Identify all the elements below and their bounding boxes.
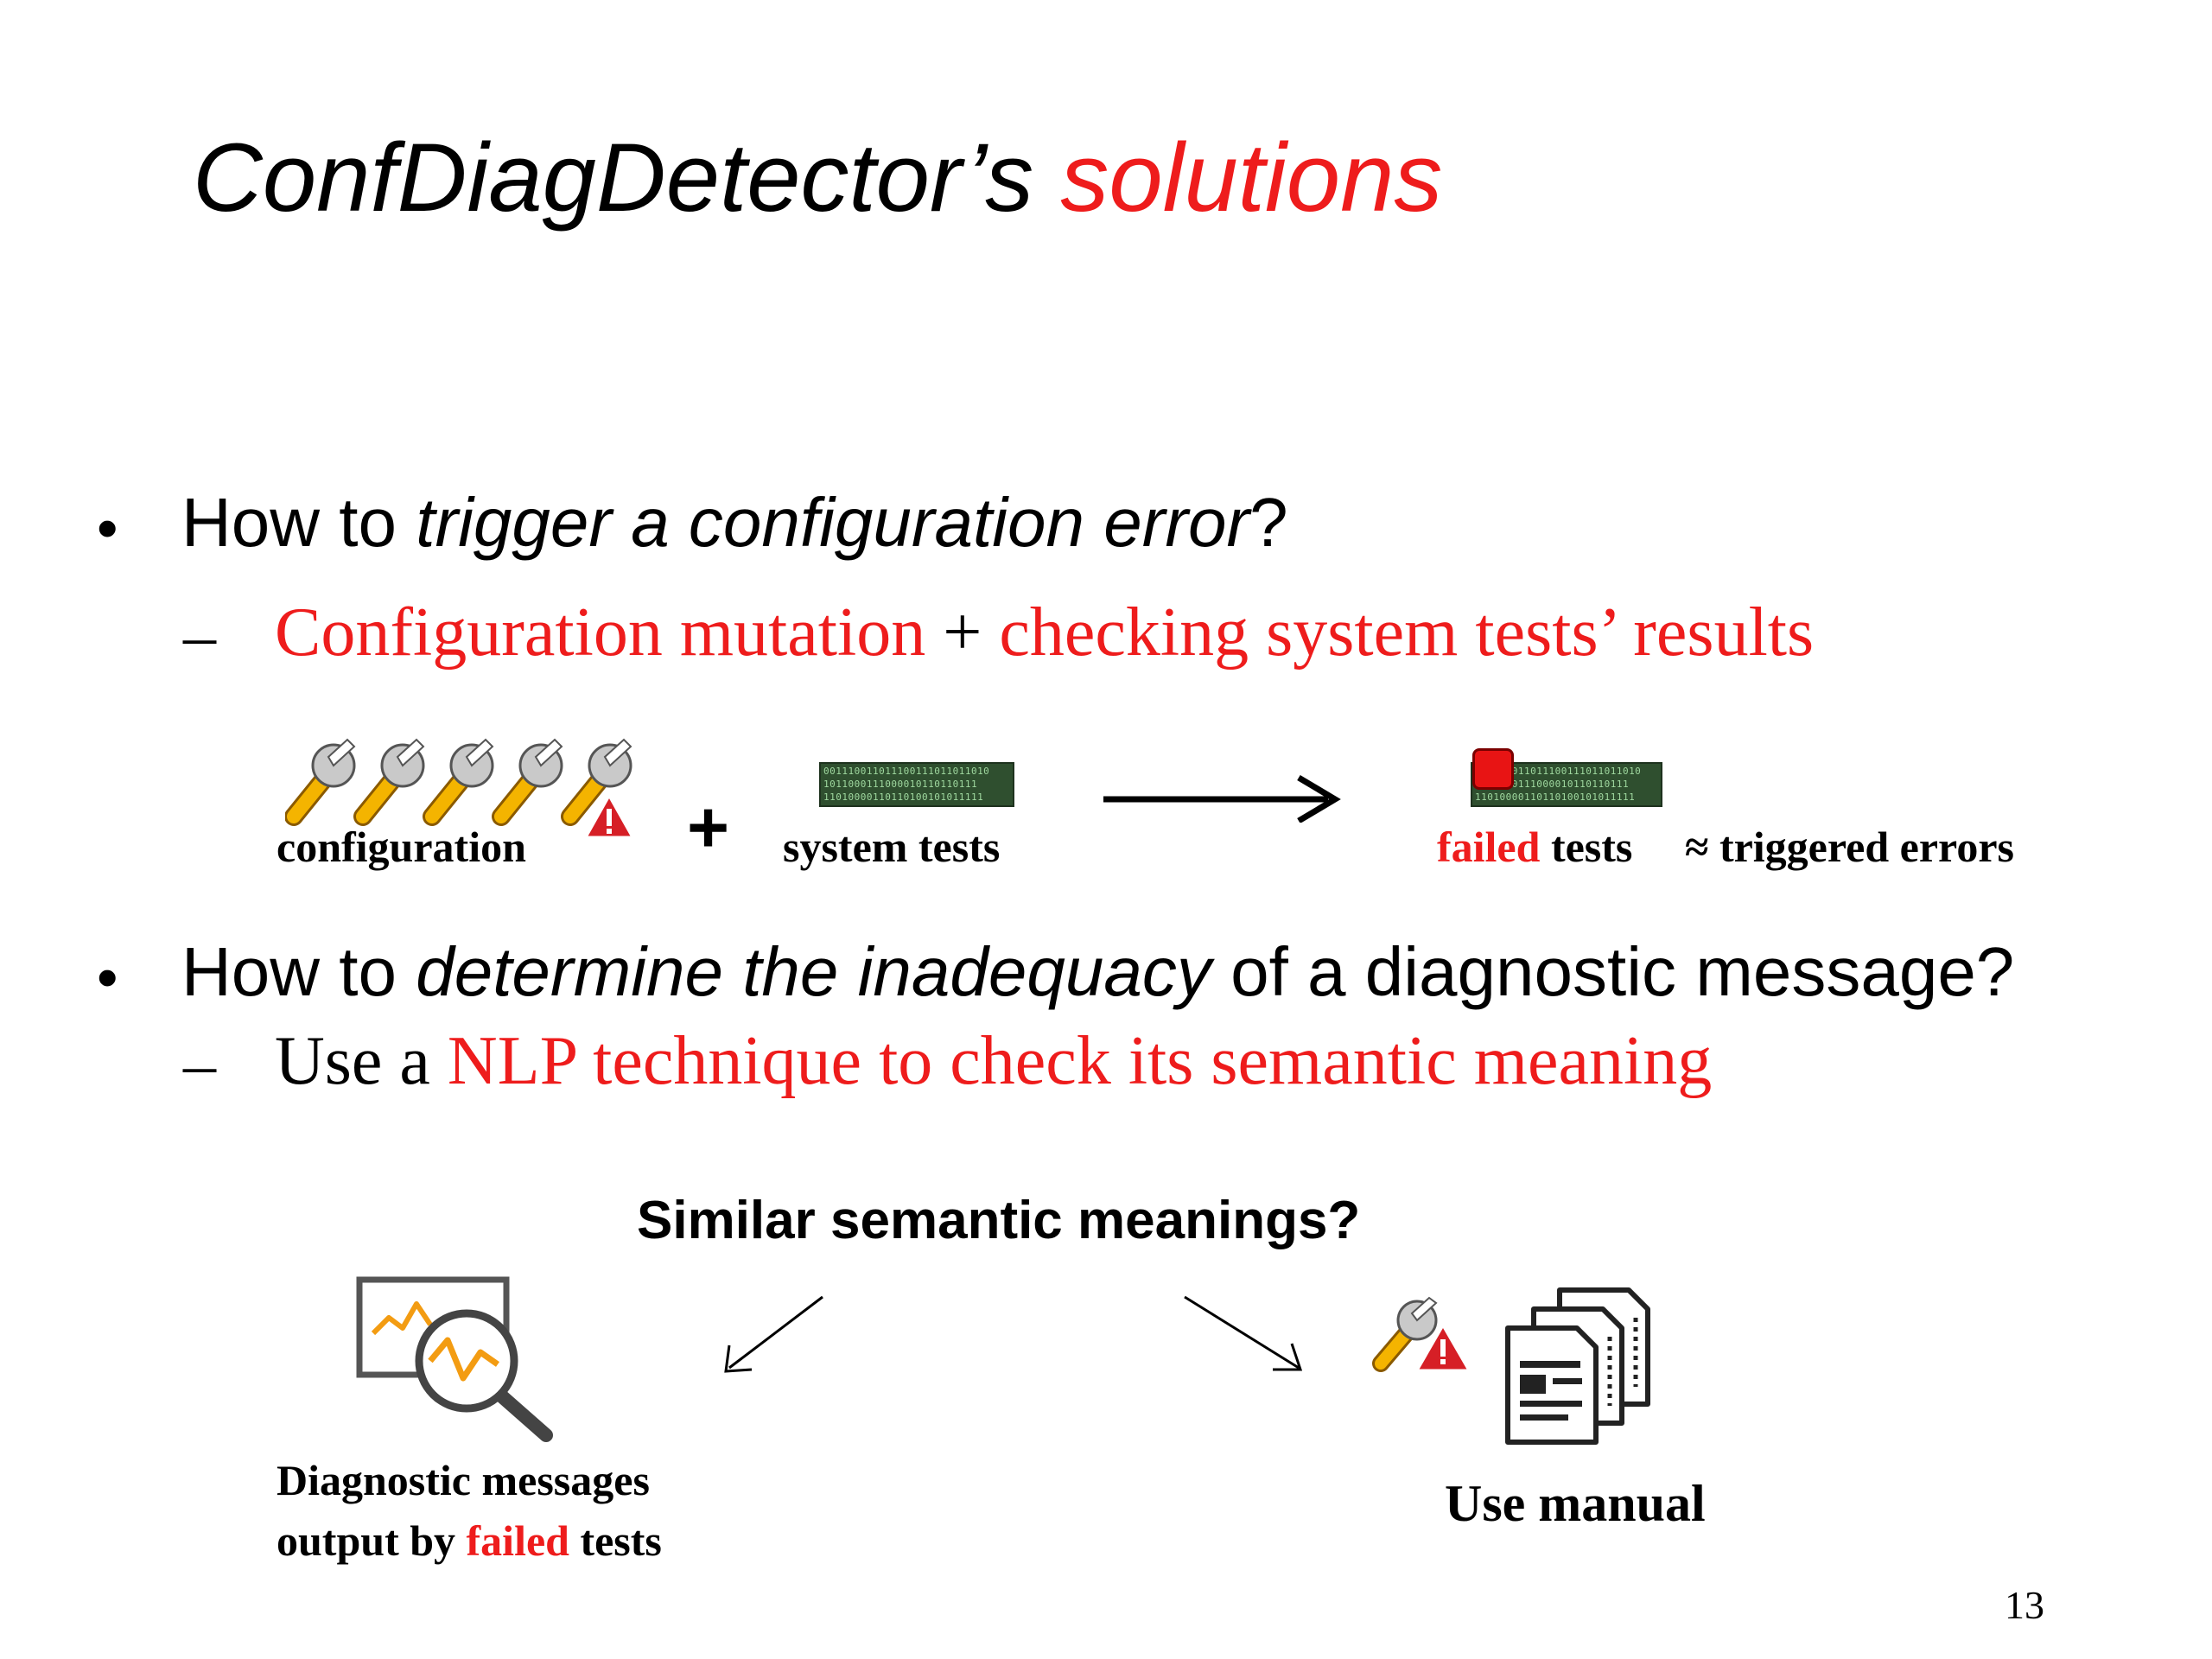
- bullet-1: How to trigger a configuration error?: [181, 488, 1288, 557]
- wrench-warning-icon: [1372, 1296, 1471, 1372]
- bullet-1-italic: trigger a configuration error: [416, 484, 1250, 561]
- bullet-2-prefix: How to: [181, 933, 416, 1010]
- sub-1-part2: checking system tests’ results: [999, 594, 1815, 671]
- bullet-2-suffix: of a diagnostic message?: [1211, 933, 2015, 1010]
- diagnostic-messages-label-line2: output by failed tests: [276, 1519, 662, 1562]
- plus-sign: +: [687, 786, 730, 868]
- warning-icon: [583, 793, 635, 839]
- sub-2-part1: Use a: [275, 1023, 448, 1099]
- binary-line: 11010000110110100101011111: [823, 791, 984, 803]
- sub-bullet-1: Configuration mutation + checking system…: [275, 598, 1814, 667]
- similar-question: Similar semantic meanings?: [637, 1191, 1361, 1250]
- arrow-down-right-icon: [1184, 1295, 1303, 1371]
- arrow-down-left-icon: [724, 1295, 823, 1373]
- sub-bullet-2: Use a NLP technique to check its semanti…: [275, 1027, 1712, 1096]
- bullet-1-suffix: ?: [1249, 484, 1288, 561]
- binary-line: 11010000110110100101011111: [1475, 791, 1636, 803]
- bullet-2-italic: determine the inadequacy: [416, 933, 1211, 1010]
- failed-word: failed: [1437, 823, 1541, 871]
- page-number: 13: [2005, 1583, 2044, 1627]
- sub-dash-2: –: [183, 1028, 216, 1101]
- binary-test-icon: 001110011011100111011011010 101100011100…: [819, 762, 1014, 807]
- binary-line: 001110011011100111011011010: [823, 766, 990, 777]
- bullet-1-prefix: How to: [181, 484, 416, 561]
- sub-1-part1: Configuration mutation: [275, 594, 926, 671]
- chart-magnifier-icon: [356, 1276, 553, 1442]
- bullet-2: How to determine the inadequacy of a dia…: [181, 938, 2014, 1007]
- slide-title: ConfDiagDetector’s solutions: [193, 130, 1442, 226]
- diagnostic-messages-label-line1: Diagnostic messages: [276, 1456, 650, 1504]
- sub-dash-1: –: [183, 600, 216, 672]
- system-tests-label: system tests: [783, 823, 1001, 871]
- binary-line: 1011000111000010110110111: [823, 779, 978, 790]
- binary-line: 001110011011100111011011010: [1475, 766, 1642, 777]
- bullet-marker-1: •: [97, 494, 118, 562]
- diag-line2-failed: failed: [466, 1516, 569, 1565]
- tests-word: tests: [1540, 823, 1633, 871]
- sub-2-part2: NLP technique to check its semantic mean…: [447, 1023, 1713, 1099]
- arrow-right-icon: [1103, 774, 1341, 823]
- title-accent: solutions: [1060, 124, 1443, 232]
- red-square-icon: [1472, 748, 1514, 790]
- document-stack-icon: [1505, 1287, 1650, 1445]
- triggered-errors-label: ≈ triggered errors: [1685, 823, 2014, 871]
- bullet-marker-2: •: [97, 944, 118, 1011]
- use-manual-label: Use manual: [1445, 1475, 1706, 1532]
- failed-tests-label: failed tests: [1437, 825, 1632, 868]
- title-main: ConfDiagDetector’s: [193, 124, 1034, 232]
- sub-1-plus: +: [925, 594, 1000, 671]
- configuration-label: configuration: [276, 823, 526, 871]
- diag-line2-suffix: tests: [569, 1516, 662, 1565]
- diag-line2-prefix: output by: [276, 1516, 467, 1565]
